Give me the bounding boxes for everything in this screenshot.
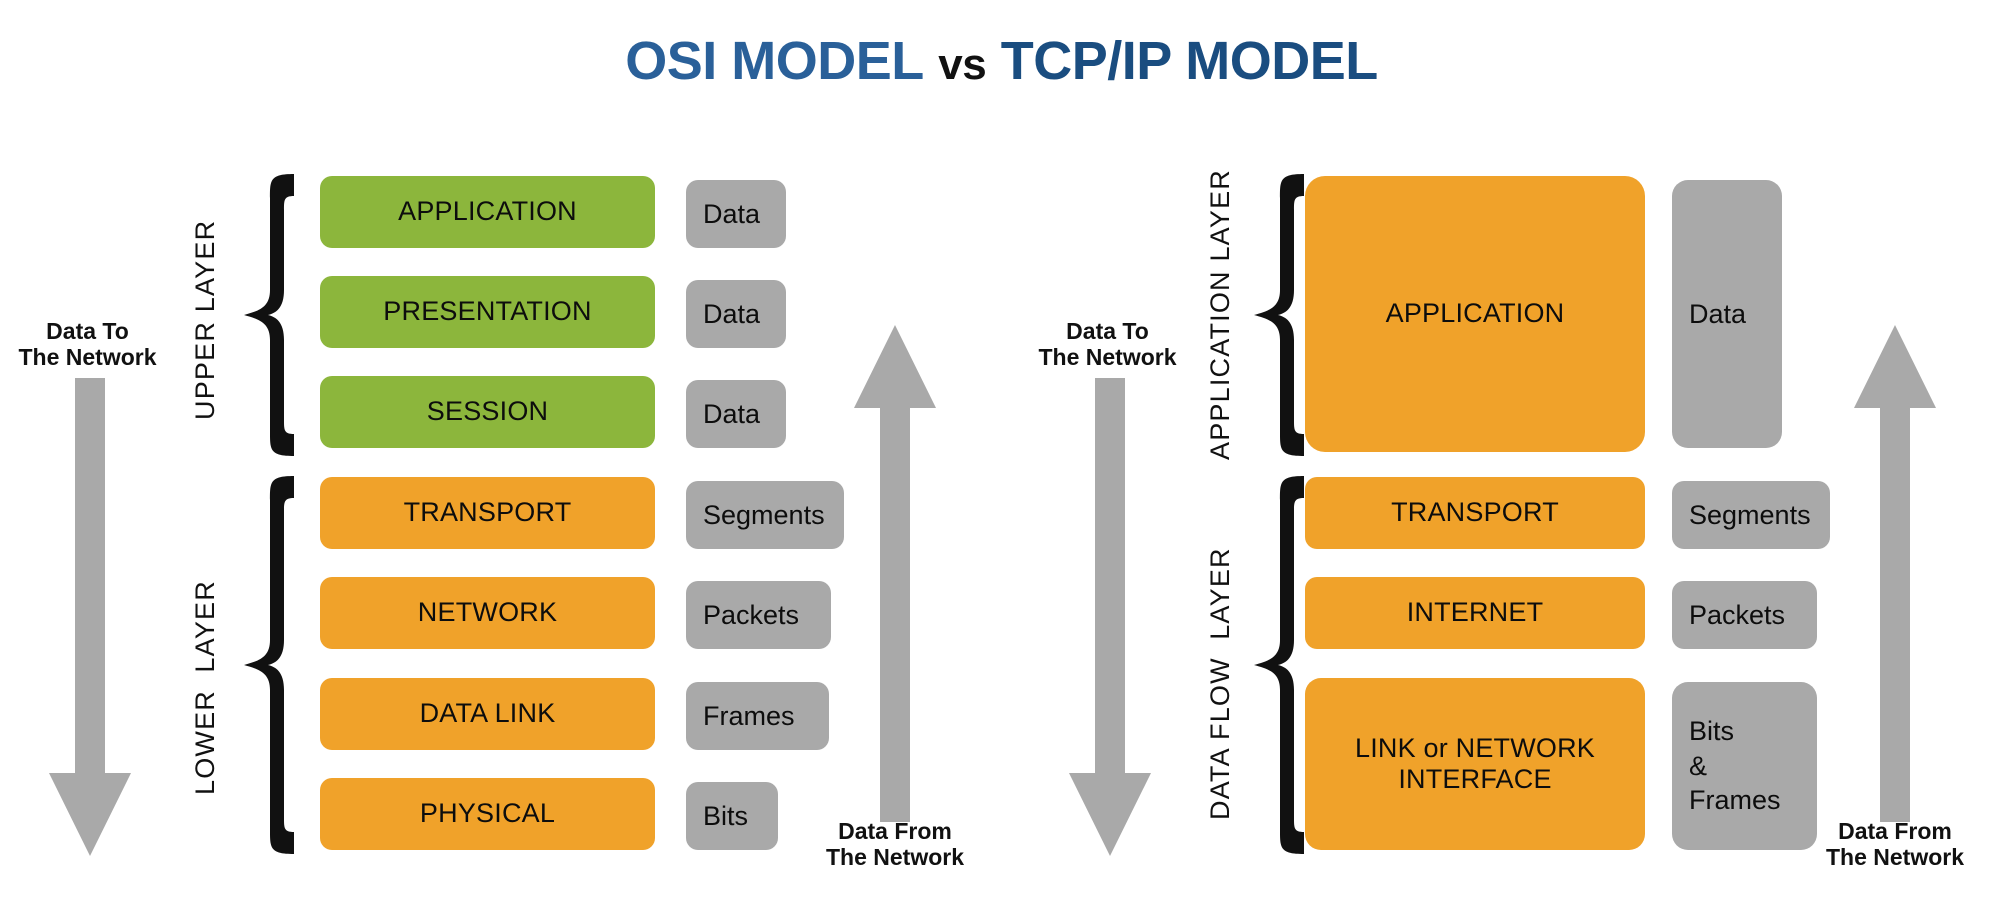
osi-layer-physical[interactable]: PHYSICAL xyxy=(320,778,655,850)
tcpip-pdu-transport: Segments xyxy=(1672,481,1830,549)
tcpip-pdu-link-network-interface: Bits & Frames xyxy=(1672,682,1817,850)
osi-layer-network[interactable]: NETWORK xyxy=(320,577,655,649)
osi-pdu-session: Data xyxy=(686,380,786,448)
osi-lower-layer-brace-icon xyxy=(244,476,294,854)
osi-layer-transport[interactable]: TRANSPORT xyxy=(320,477,655,549)
osi-pdu-data-link: Frames xyxy=(686,682,829,750)
tcpip-application-layer-brace-icon xyxy=(1254,174,1304,456)
title-vs: vs xyxy=(938,40,987,89)
osi-upper-layer-brace-icon xyxy=(244,174,294,456)
tcpip-pdu-application: Data xyxy=(1672,180,1782,448)
tcpip-dataflow-layer-brace-icon xyxy=(1254,476,1304,854)
tcpip-dataflow-layer-label: DATA FLOW LAYER xyxy=(1205,547,1235,820)
tcpip-layer-internet[interactable]: INTERNET xyxy=(1305,577,1645,649)
tcpip-layer-transport[interactable]: TRANSPORT xyxy=(1305,477,1645,549)
osi-flow-down-label: Data To The Network xyxy=(18,318,157,371)
osi-pdu-presentation: Data xyxy=(686,280,786,348)
tcpip-up-arrow-icon xyxy=(1854,325,1936,822)
title-tcpip: TCP/IP MODEL xyxy=(1000,31,1379,91)
osi-pdu-application: Data xyxy=(686,180,786,248)
osi-pdu-transport: Segments xyxy=(686,481,844,549)
osi-layer-data-link[interactable]: DATA LINK xyxy=(320,678,655,750)
osi-up-arrow-icon xyxy=(854,325,936,822)
osi-layer-session[interactable]: SESSION xyxy=(320,376,655,448)
title-osi: OSI MODEL xyxy=(625,31,924,91)
osi-layer-presentation[interactable]: PRESENTATION xyxy=(320,276,655,348)
tcpip-application-layer-label: APPLICATION LAYER xyxy=(1205,169,1235,460)
tcpip-down-arrow-icon xyxy=(1069,378,1151,856)
tcpip-layer-application[interactable]: APPLICATION xyxy=(1305,176,1645,452)
osi-layer-application[interactable]: APPLICATION xyxy=(320,176,655,248)
tcpip-pdu-internet: Packets xyxy=(1672,581,1817,649)
tcpip-flow-down-label: Data To The Network xyxy=(1038,318,1177,371)
osi-lower-layer-label: LOWER LAYER xyxy=(190,580,220,795)
tcpip-layer-link-network-interface[interactable]: LINK or NETWORK INTERFACE xyxy=(1305,678,1645,850)
osi-pdu-physical: Bits xyxy=(686,782,778,850)
osi-down-arrow-icon xyxy=(49,378,131,856)
page-title: OSI MODEL vs TCP/IP MODEL xyxy=(0,30,2003,92)
osi-pdu-network: Packets xyxy=(686,581,831,649)
osi-flow-up-label: Data From The Network xyxy=(825,818,965,871)
tcpip-flow-up-label: Data From The Network xyxy=(1825,818,1965,871)
osi-upper-layer-label: UPPER LAYER xyxy=(190,219,220,420)
